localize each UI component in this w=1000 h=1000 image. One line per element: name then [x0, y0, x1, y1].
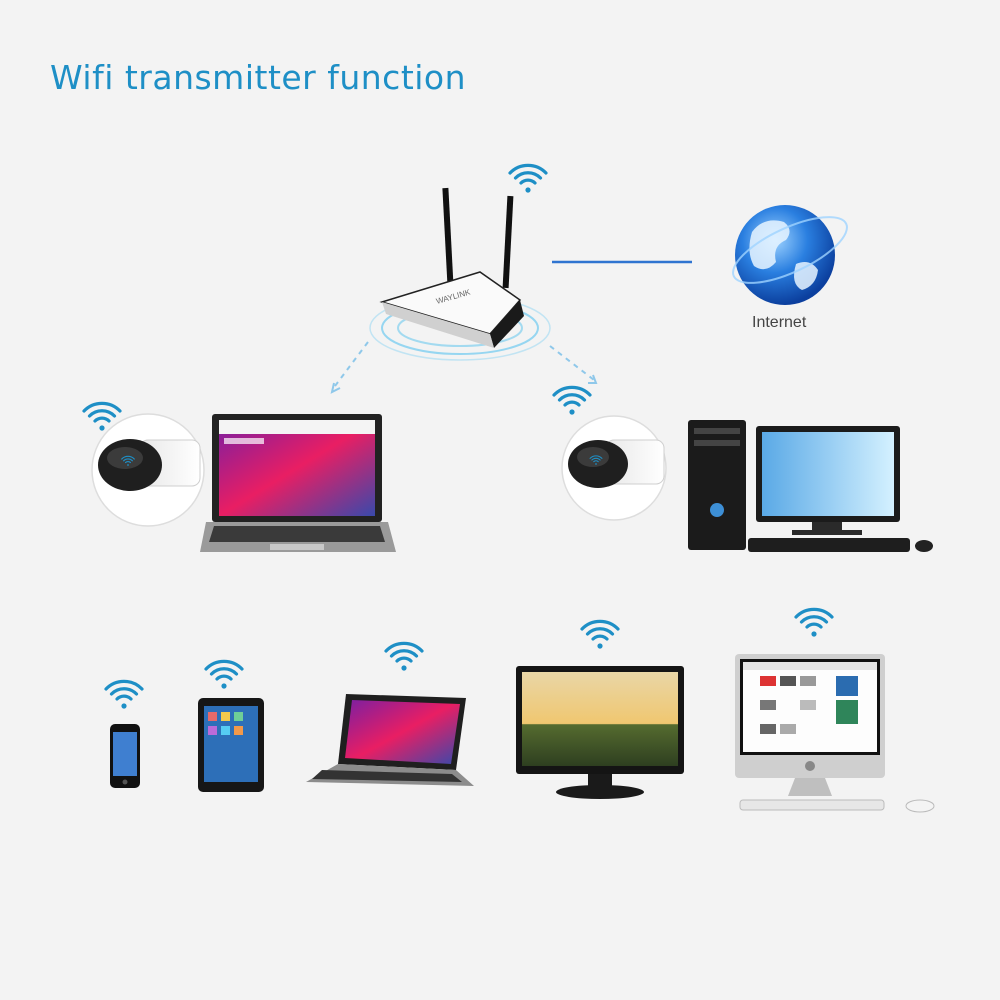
wifi-icon [104, 679, 144, 711]
internet-label: Internet [752, 314, 807, 331]
signal-arrow-right [549, 345, 598, 384]
wifi-icon [794, 607, 834, 639]
desktop-icon [688, 420, 933, 552]
usb-adapter-icon [91, 413, 205, 527]
wifi-icon [384, 641, 424, 673]
tablet-icon [198, 698, 264, 792]
usb-adapter-icon [561, 415, 667, 521]
imac-icon [735, 654, 935, 813]
router-icon: WAYLINK [369, 187, 551, 361]
laptop-icon [306, 694, 474, 786]
phone-icon [110, 724, 140, 788]
wifi-icon [508, 163, 548, 195]
page-title: Wifi transmitter function [50, 58, 467, 97]
globe-icon [732, 205, 848, 305]
laptop-icon [200, 414, 396, 552]
wifi-icon [552, 385, 592, 417]
monitor-icon [516, 666, 684, 799]
wifi-icon [580, 619, 620, 651]
wifi-icon [204, 659, 244, 691]
signal-arrow-left [330, 341, 369, 394]
